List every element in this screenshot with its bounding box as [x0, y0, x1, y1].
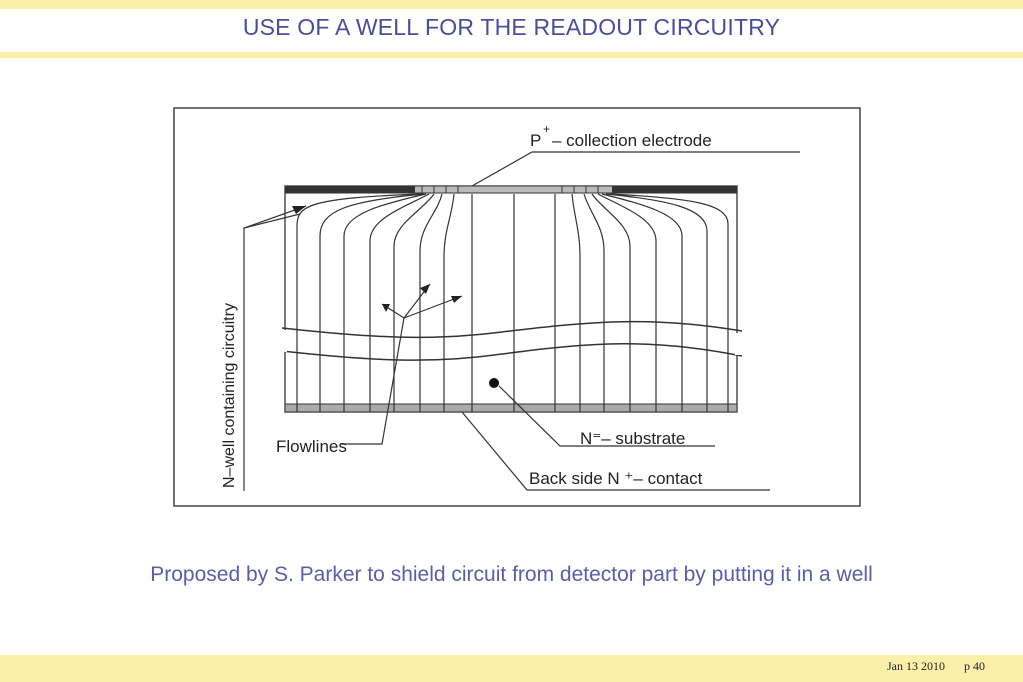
slide-title: USE OF A WELL FOR THE READOUT CIRCUITRY — [242, 14, 781, 40]
n-well-left — [285, 186, 415, 193]
flowline — [419, 193, 443, 412]
n-well-right — [612, 186, 737, 193]
flowline — [296, 193, 423, 412]
cut-line-lower — [281, 343, 743, 361]
flowline — [369, 193, 430, 412]
leader-back-contact — [461, 411, 770, 491]
leader-substrate — [498, 385, 715, 447]
leader-lines — [243, 151, 800, 491]
flowlines-group — [296, 193, 729, 412]
carrier-dot — [489, 378, 499, 388]
electrode-ticks — [421, 186, 599, 193]
flowline — [343, 193, 427, 412]
label-n-well: N–well containing circuitry — [221, 303, 238, 488]
flowline — [591, 193, 631, 412]
flowline — [597, 193, 657, 412]
flowline — [319, 193, 425, 412]
cut-line-upper — [281, 320, 743, 339]
label-flowlines: Flowlines — [276, 437, 347, 456]
flowline — [605, 193, 708, 412]
label-back-contact: Back side N ⁺– contact — [529, 469, 703, 488]
label-p-main: P — [530, 131, 541, 150]
label-substrate: N⁼– substrate — [580, 429, 685, 448]
footer-date: Jan 13 2010 — [887, 659, 945, 673]
footer-band — [0, 655, 1023, 682]
flowline — [583, 193, 605, 412]
back-contact-strip — [284, 403, 738, 413]
label-collection-electrode: – collection electrode — [552, 131, 712, 150]
arrow-heads — [292, 206, 462, 312]
diagram-border — [173, 107, 861, 507]
flowline — [393, 193, 435, 412]
flowline — [571, 193, 581, 412]
flowline — [443, 193, 455, 412]
diagram-svg: P + – collection electrode N–well contai… — [173, 107, 861, 507]
leader-flowlines — [340, 283, 431, 445]
diagram: P + – collection electrode N–well contai… — [172, 106, 862, 508]
slide-caption: Proposed by S. Parker to shield circuit … — [150, 563, 873, 586]
footer-page-number: p 40 — [964, 659, 985, 673]
top-band — [0, 0, 1023, 9]
label-p-sup: + — [543, 122, 550, 136]
flowline — [609, 193, 729, 412]
flowline — [601, 193, 683, 412]
title-underline-band — [0, 52, 1023, 58]
leader-collection-electrode — [471, 151, 800, 187]
